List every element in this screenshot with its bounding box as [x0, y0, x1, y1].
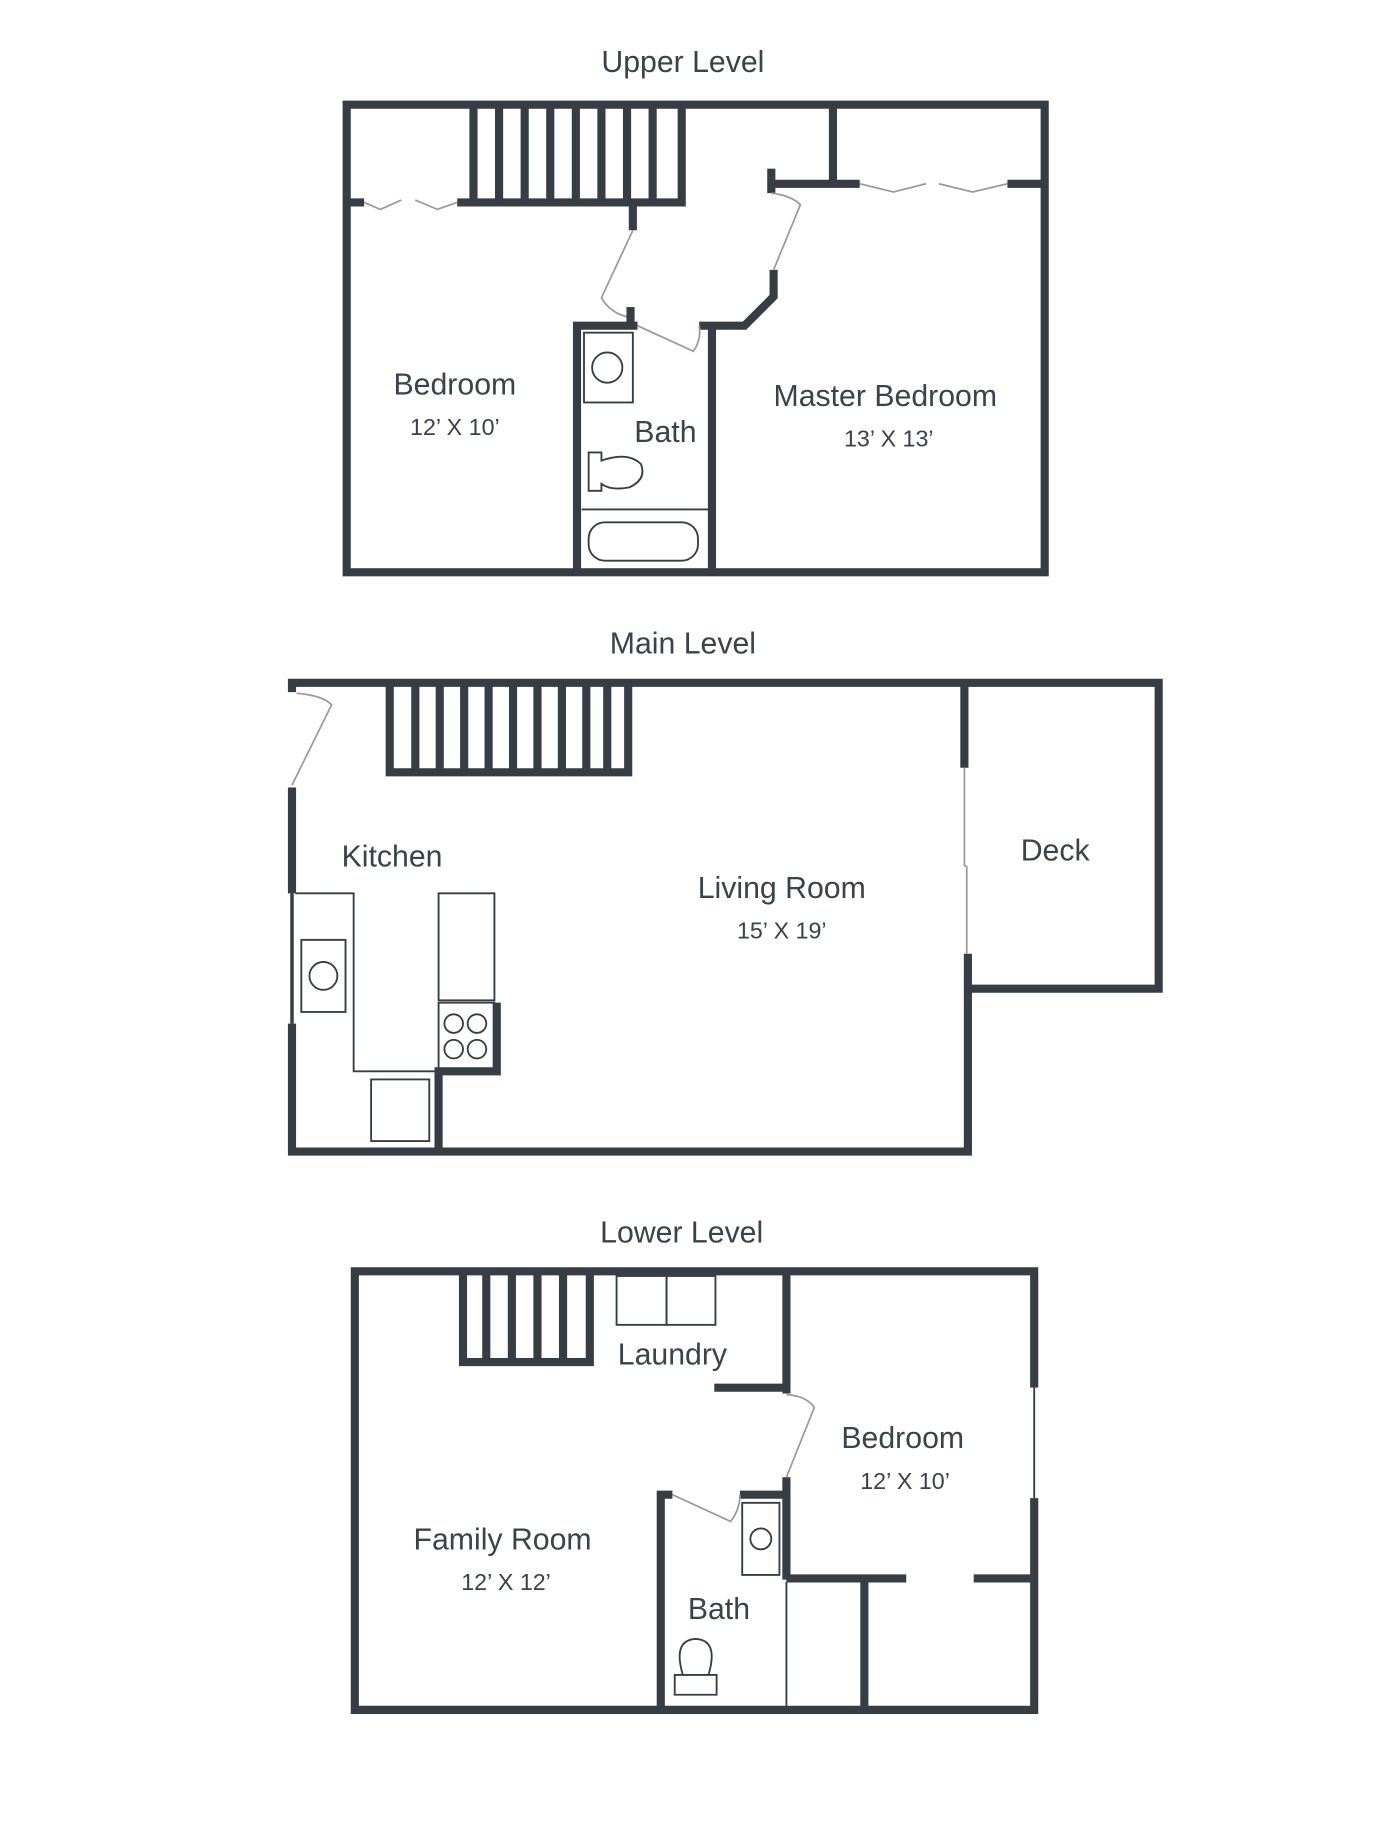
sink-icon: [583, 331, 634, 404]
room-label: Bedroom: [841, 1422, 964, 1455]
bedroom-door[interactable]: [600, 229, 634, 319]
room-label: Family Room: [414, 1523, 592, 1556]
bathtub-icon: [587, 521, 699, 562]
deck-sliding-door[interactable]: [963, 767, 968, 954]
main-level: Main Level: [287, 628, 1163, 1156]
upper-outer-wall: [342, 100, 1049, 577]
stove-icon: [437, 1001, 496, 1072]
level-title-lower: Lower Level: [600, 1216, 763, 1249]
sink-basin-icon: [591, 351, 624, 384]
room-label: Bath: [634, 416, 696, 449]
upper-level: Upper Level: [342, 46, 1049, 577]
room-label: Bath: [688, 1593, 750, 1626]
main-stairs: [385, 682, 633, 777]
level-title-upper: Upper Level: [601, 46, 764, 79]
bifold-closet-door[interactable]: [363, 199, 458, 211]
lower-sink-icon: [741, 1501, 781, 1576]
toilet-icon: [587, 451, 644, 492]
bifold-master-closet-door[interactable]: [859, 182, 1008, 193]
refrigerator-icon: [370, 1078, 431, 1143]
room-label: Master Bedroom: [774, 380, 997, 413]
kitchen-entry-door[interactable]: [291, 692, 333, 786]
room-label: Kitchen: [342, 841, 443, 874]
room-label: Living Room: [698, 872, 866, 905]
room-dimensions: 13’ X 13’: [844, 426, 934, 452]
lower-stairs: [458, 1271, 594, 1367]
room-label: Laundry: [618, 1338, 728, 1371]
master-bedroom-door[interactable]: [771, 192, 802, 271]
room-dimensions: 12’ X 12’: [461, 1569, 551, 1595]
bath-door[interactable]: [637, 324, 701, 353]
level-title-main: Main Level: [610, 628, 756, 661]
room-dimensions: 12’ X 10’: [410, 414, 500, 440]
kitchen-sink-icon: [300, 938, 347, 1013]
kitchen-sink-basin-icon: [308, 961, 339, 991]
lower-bedroom-door[interactable]: [785, 1393, 816, 1478]
room-dimensions: 12’ X 10’: [860, 1468, 950, 1494]
washer-icon: [615, 1275, 668, 1326]
lower-sink-basin-icon: [749, 1527, 773, 1551]
lower-toilet-icon: [673, 1637, 718, 1696]
room-label: Bedroom: [394, 368, 517, 401]
lower-level: Lower Level Laundry: [350, 1216, 1039, 1714]
counter: [437, 892, 496, 1002]
dryer-icon: [665, 1275, 717, 1326]
upper-stairs: [469, 104, 686, 207]
lower-bath-door[interactable]: [672, 1493, 741, 1523]
room-label: Deck: [1021, 835, 1091, 868]
room-dimensions: 15’ X 19’: [737, 918, 827, 944]
